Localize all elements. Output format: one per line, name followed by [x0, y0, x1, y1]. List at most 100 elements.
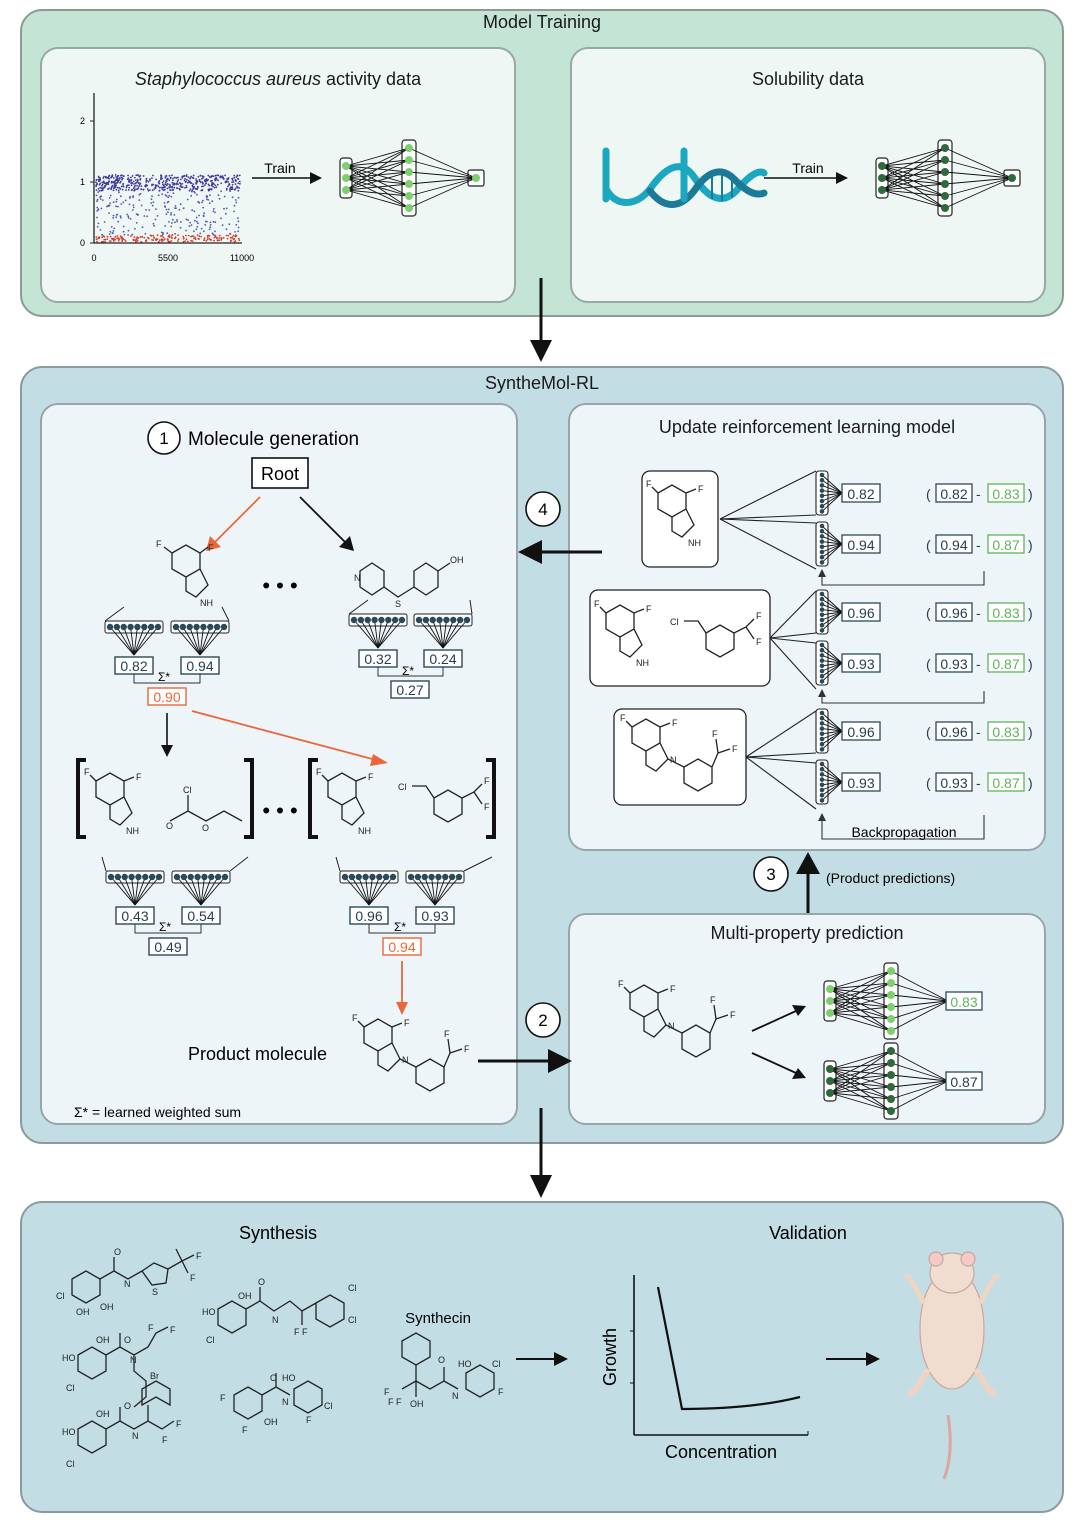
activity-scatter-plot: 0 1 2 0 5500 11000 Train — [80, 93, 485, 263]
svg-text:Cl: Cl — [348, 1315, 357, 1325]
svg-text:Cl: Cl — [324, 1401, 333, 1411]
minus-sign: - — [976, 724, 981, 740]
svg-text:N: N — [402, 1055, 409, 1065]
root-node — [251, 457, 309, 489]
svg-text:O: O — [114, 1247, 121, 1257]
mouse-illustration — [904, 1251, 1000, 1480]
svg-text:NH: NH — [200, 598, 213, 608]
svg-text:N: N — [668, 1021, 675, 1031]
building-block-nets — [101, 599, 493, 906]
step-1-badge — [147, 421, 181, 455]
solubility-graphics: Train — [602, 139, 1021, 217]
sum-value-selected: 0.94 — [388, 939, 415, 955]
paren-close: ) — [1028, 486, 1033, 502]
synthesized-molecule: HO OH ClO N F F — [62, 1323, 176, 1408]
rl-target-value: 0.83 — [992, 724, 1019, 740]
svg-text:Cl: Cl — [183, 785, 192, 795]
rl-node-columns — [815, 470, 843, 805]
svg-text:Cl: Cl — [66, 1383, 75, 1393]
svg-text:F: F — [208, 543, 214, 553]
score-value: 0.54 — [187, 908, 214, 924]
svg-text:OH: OH — [96, 1335, 110, 1345]
update-rl-title: Update reinforcement learning model — [658, 417, 956, 437]
scatter-dots — [95, 174, 241, 243]
svg-text:F: F — [756, 637, 762, 647]
solubility-panel: Solubility data Train — [570, 47, 1046, 303]
svg-text:F: F — [170, 1325, 176, 1335]
svg-text:O: O — [124, 1401, 131, 1411]
chloroformate-molecule: ClO O — [166, 785, 243, 833]
svg-text:F: F — [712, 729, 718, 739]
svg-text:F: F — [498, 1387, 504, 1397]
svg-text:F: F — [316, 767, 322, 777]
rl-prediction-value: 0.96 — [940, 724, 967, 740]
multi-property-networks: 0.830.87 — [823, 962, 983, 1120]
paren-open: ( — [926, 724, 931, 740]
sigma-footnote: Σ* = learned weighted sum — [74, 1104, 241, 1120]
svg-text:HO: HO — [62, 1353, 76, 1363]
svg-text:F: F — [136, 772, 142, 782]
growth-curve — [656, 1286, 801, 1411]
svg-text:NH: NH — [358, 826, 371, 836]
svg-text:OH: OH — [410, 1399, 424, 1409]
paren-close: ) — [1028, 537, 1033, 553]
staph-activity-title: Staphylococcus aureus activity data — [42, 69, 514, 90]
svg-text:F: F — [594, 599, 600, 609]
step-2-badge — [525, 1002, 561, 1038]
svg-text:Cl: Cl — [66, 1459, 75, 1469]
rl-prediction-value: 0.96 — [940, 605, 967, 621]
svg-text:O: O — [438, 1355, 445, 1365]
staph-title-rest: activity data — [321, 69, 422, 89]
sum-value-selected: 0.90 — [153, 689, 180, 705]
svg-text:F: F — [444, 1029, 450, 1039]
multi-property-title: Multi-property prediction — [710, 923, 904, 943]
root-label: Root — [261, 464, 299, 484]
property-output-value: 0.83 — [950, 994, 977, 1010]
paren-close: ) — [1028, 656, 1033, 672]
svg-text:HO: HO — [282, 1373, 296, 1383]
score-value: 0.93 — [421, 908, 448, 924]
rl-prediction-value: 0.82 — [847, 486, 874, 502]
svg-text:OH: OH — [264, 1417, 278, 1427]
bracket — [308, 758, 318, 839]
svg-text:O: O — [166, 821, 173, 831]
rl-prediction-value: 0.93 — [940, 656, 967, 672]
step-4-badge — [525, 491, 561, 527]
train-label: Train — [792, 160, 823, 176]
svg-text:F: F — [148, 1323, 154, 1333]
svg-text:F: F — [352, 1013, 358, 1023]
svg-text:Cl: Cl — [670, 617, 679, 627]
svg-text:F: F — [646, 604, 652, 614]
svg-text:F: F — [670, 984, 676, 994]
product-predictions-label: (Product predictions) — [826, 870, 955, 886]
paren-close: ) — [1028, 605, 1033, 621]
svg-text:F: F — [368, 772, 374, 782]
svg-text:N: N — [130, 1355, 137, 1365]
svg-text:F F: F F — [388, 1397, 402, 1407]
dna-database-icon — [602, 147, 768, 208]
svg-text:F: F — [384, 1387, 390, 1397]
svg-text:N: N — [670, 755, 677, 765]
svg-text:F: F — [242, 1425, 248, 1435]
growth-label: Growth — [600, 1328, 620, 1386]
svg-text:F: F — [620, 713, 626, 723]
rl-prediction-value: 0.94 — [847, 537, 874, 553]
model-training-panel: Model Training Staphylococcus aureus act… — [20, 9, 1064, 317]
sigma-label: Σ* — [158, 670, 170, 684]
rl-prediction-value: 0.82 — [940, 486, 967, 502]
svg-text:F F: F F — [294, 1327, 308, 1337]
svg-text:OH: OH — [450, 555, 464, 565]
staph-activity-panel: Staphylococcus aureus activity data 0 1 … — [40, 47, 516, 303]
svg-text:F: F — [672, 718, 678, 728]
svg-text:N: N — [132, 1431, 139, 1441]
synthesized-molecule: FF OHO NHO ClF — [220, 1373, 333, 1435]
svg-text:O: O — [258, 1277, 265, 1287]
svg-text:F: F — [484, 776, 490, 786]
paren-open: ( — [926, 605, 931, 621]
svg-text:HO: HO — [202, 1307, 216, 1317]
